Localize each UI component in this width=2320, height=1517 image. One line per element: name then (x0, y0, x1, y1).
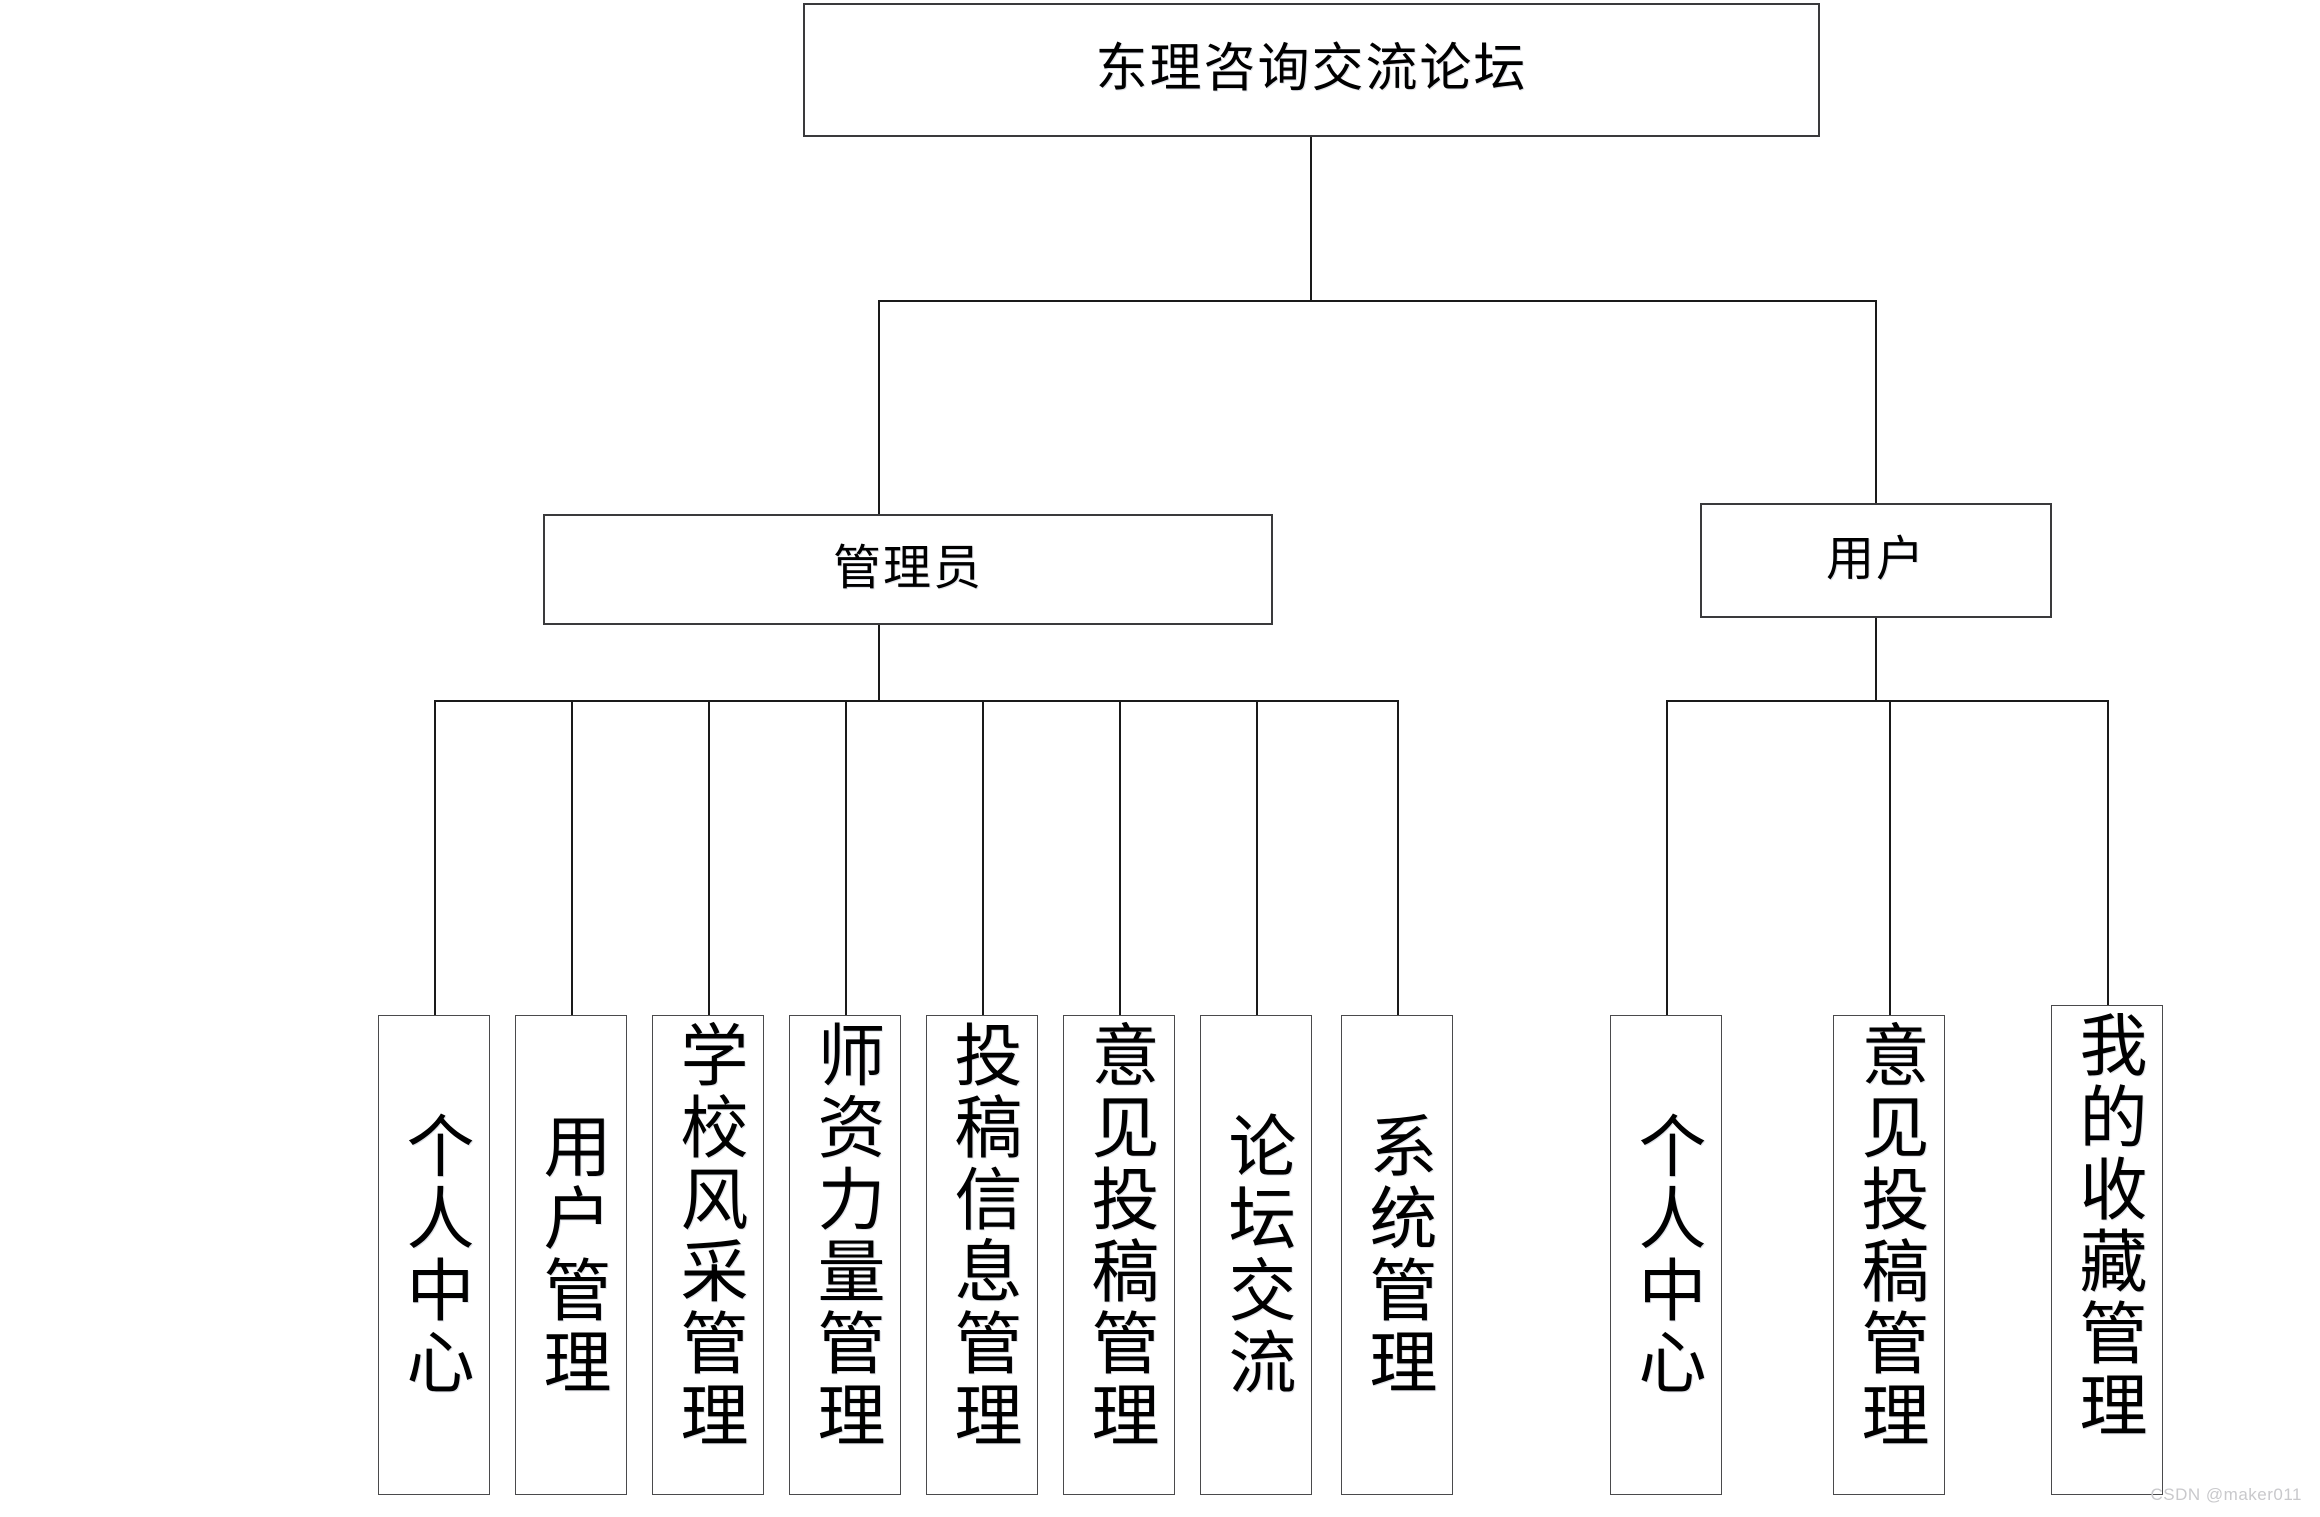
connector-user-drop-1 (1666, 700, 1668, 1015)
node-admin-leaf-6[interactable]: 意见投稿管理 (1063, 1015, 1175, 1495)
watermark: CSDN @maker011 (2150, 1485, 2302, 1504)
node-admin-leaf-8-label: 系统管理 (1359, 1111, 1436, 1399)
node-admin-leaf-3[interactable]: 学校风采管理 (652, 1015, 764, 1495)
node-user[interactable]: 用户 (1700, 503, 2052, 618)
node-root[interactable]: 东理咨询交流论坛 (803, 3, 1820, 137)
connector-admin-drop-8 (1397, 700, 1399, 1015)
connector-to-user (1875, 300, 1877, 503)
connector-admin-drop-5 (982, 700, 984, 1015)
node-root-label: 东理咨询交流论坛 (1095, 41, 1528, 99)
node-user-leaf-1[interactable]: 个人中心 (1610, 1015, 1722, 1495)
connector-admin-drop-6 (1119, 700, 1121, 1015)
node-admin[interactable]: 管理员 (543, 514, 1273, 625)
node-admin-leaf-5[interactable]: 投稿信息管理 (926, 1015, 1038, 1495)
connector-level1-bus (878, 300, 1877, 302)
node-user-leaf-2-label: 意见投稿管理 (1851, 1020, 1928, 1452)
node-user-leaf-3[interactable]: 我的收藏管理 (2051, 1005, 2163, 1495)
node-admin-leaf-6-label: 意见投稿管理 (1081, 1020, 1158, 1452)
node-user-leaf-2[interactable]: 意见投稿管理 (1833, 1015, 1945, 1495)
node-user-leaf-1-label: 个人中心 (1628, 1111, 1705, 1399)
connector-user-stem (1875, 618, 1877, 700)
node-admin-label: 管理员 (832, 542, 983, 596)
connector-to-admin (878, 300, 880, 514)
node-admin-leaf-7-label: 论坛交流 (1218, 1111, 1295, 1399)
connector-user-drop-3 (2107, 700, 2109, 1015)
node-admin-leaf-2[interactable]: 用户管理 (515, 1015, 627, 1495)
node-admin-leaf-5-label: 投稿信息管理 (944, 1020, 1021, 1452)
node-admin-leaf-1-label: 个人中心 (396, 1111, 473, 1399)
node-admin-leaf-3-label: 学校风采管理 (670, 1020, 747, 1452)
connector-user-drop-2 (1889, 700, 1891, 1015)
node-admin-leaf-1[interactable]: 个人中心 (378, 1015, 490, 1495)
connector-admin-drop-4 (845, 700, 847, 1015)
node-admin-leaf-7[interactable]: 论坛交流 (1200, 1015, 1312, 1495)
node-user-leaf-3-label: 我的收藏管理 (2069, 1010, 2146, 1442)
node-admin-leaf-4[interactable]: 师资力量管理 (789, 1015, 901, 1495)
connector-admin-stem (878, 625, 880, 700)
node-admin-leaf-2-label: 用户管理 (533, 1111, 610, 1399)
connector-admin-drop-7 (1256, 700, 1258, 1015)
connector-admin-drop-3 (708, 700, 710, 1015)
connector-admin-drop-2 (571, 700, 573, 1015)
connector-user-bus (1666, 700, 2109, 702)
node-admin-leaf-8[interactable]: 系统管理 (1341, 1015, 1453, 1495)
node-user-label: 用户 (1825, 533, 1926, 587)
node-admin-leaf-4-label: 师资力量管理 (807, 1020, 884, 1452)
connector-admin-drop-1 (434, 700, 436, 1015)
connector-root-stem (1310, 137, 1312, 300)
connector-admin-bus (434, 700, 1399, 702)
